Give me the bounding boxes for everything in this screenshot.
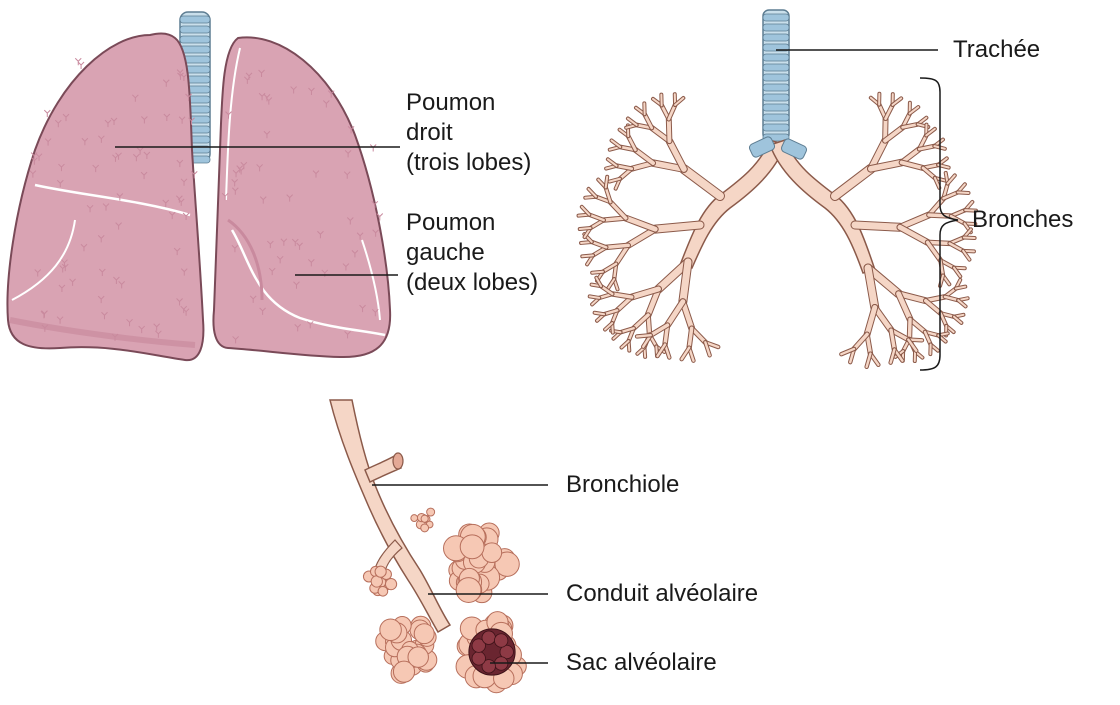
bronchus-branch [835, 169, 871, 196]
bronchus-branch [964, 237, 975, 238]
bronchus-branch [637, 335, 651, 336]
large-cluster-lower-left-alveolus [414, 624, 434, 644]
large-cluster-lower-left-alveolus [380, 619, 402, 641]
trachea-ring [763, 24, 789, 31]
bronchus-branch [958, 192, 969, 193]
alveoli-illustration [330, 400, 548, 693]
trachea-label: Trachée [953, 35, 1040, 65]
trachea-ring [763, 64, 789, 71]
bronchus-branch [580, 228, 591, 229]
left-lung-label-line-2: gauche [406, 238, 538, 268]
small-cluster-left-alveolus [375, 566, 386, 577]
small-cluster-left-alveolus [385, 578, 396, 589]
bronchus-branch [900, 215, 929, 227]
bronchial-tree-illustration [579, 10, 976, 370]
small-cluster-top-alveolus [421, 515, 428, 522]
right-lung-label-line-2: droit [406, 118, 531, 148]
trachea-ring [763, 124, 789, 131]
alveolar-sac-cutaway-cell [472, 652, 485, 665]
small-cluster-top-alveolus [411, 515, 418, 522]
alveolar-sac-cutaway-cell [482, 631, 495, 644]
trachea-ring [763, 114, 789, 121]
trachea-ring [763, 94, 789, 101]
trachea-ring [180, 46, 210, 53]
alveolar-duct-label: Conduit alvéolaire [566, 579, 758, 609]
large-cluster-upper-alveolus [482, 543, 502, 563]
trachea-ring [763, 54, 789, 61]
left-lung-label: Poumon gauche (deux lobes) [406, 208, 538, 298]
lung-speckle [370, 144, 376, 151]
small-cluster-top-alveolus [421, 524, 429, 532]
bronchus-branch [923, 168, 935, 178]
bronchus-branch [655, 225, 700, 229]
small-cluster-top-alveolus [427, 508, 435, 516]
bronchus-branch [929, 215, 951, 216]
bronchi-bracket [920, 78, 958, 370]
right-lung-label: Poumon droit (trois lobes) [406, 88, 531, 178]
bronchus-branch [900, 227, 928, 242]
right-main-bronchus [770, 140, 875, 273]
bronchus-branch [855, 225, 900, 227]
bronchus-branch [945, 297, 958, 300]
bronchiole-label: Bronchiole [566, 470, 679, 500]
large-cluster-upper-alveolus [456, 578, 481, 603]
bronchus-branch [950, 243, 964, 250]
trachea-ring [180, 36, 210, 43]
trachea-ring [180, 16, 210, 23]
bronchus-branch [669, 119, 670, 141]
right-lung-label-line-1: Poumon [406, 88, 531, 118]
lungs-illustration [7, 12, 400, 360]
bronchus-branch [854, 334, 867, 349]
trachea-ring [763, 104, 789, 111]
bronchus-branch [926, 301, 941, 314]
bronchus-branch [668, 302, 683, 325]
left-lung-label-line-1: Poumon [406, 208, 538, 238]
bronchus-branch [626, 218, 655, 229]
left-lung-label-line-3: (deux lobes) [406, 268, 538, 298]
bronchus-branch [610, 202, 625, 218]
trachea-ring [763, 84, 789, 91]
large-cluster-lower-left-alveolus [408, 647, 428, 667]
large-cluster-upper-alveolus [460, 535, 484, 559]
bronchus-branch [635, 150, 653, 163]
alveolar-sac-label: Sac alvéolaire [566, 648, 717, 678]
bronchus-branch [684, 169, 720, 196]
bronchus-branch [909, 319, 910, 339]
bronchiole-opening [393, 453, 403, 469]
right-lung-label-line-3: (trois lobes) [406, 148, 531, 178]
bronchus-branch [582, 255, 593, 256]
bronchus-branch [606, 245, 628, 247]
alveolar-sac-cutaway-cell [494, 634, 507, 647]
lung-speckle [78, 62, 84, 69]
left-lung [213, 37, 390, 357]
left-main-bronchus [680, 140, 785, 268]
bronchus-branch [902, 163, 923, 168]
bronchus-branch [592, 272, 603, 273]
trachea-ring [763, 74, 789, 81]
bronchi-label: Bronches [972, 205, 1073, 235]
trachea-ring [763, 34, 789, 41]
trachea-ring [763, 14, 789, 21]
trachea-ring [180, 26, 210, 33]
bronchus-branch [628, 229, 655, 245]
